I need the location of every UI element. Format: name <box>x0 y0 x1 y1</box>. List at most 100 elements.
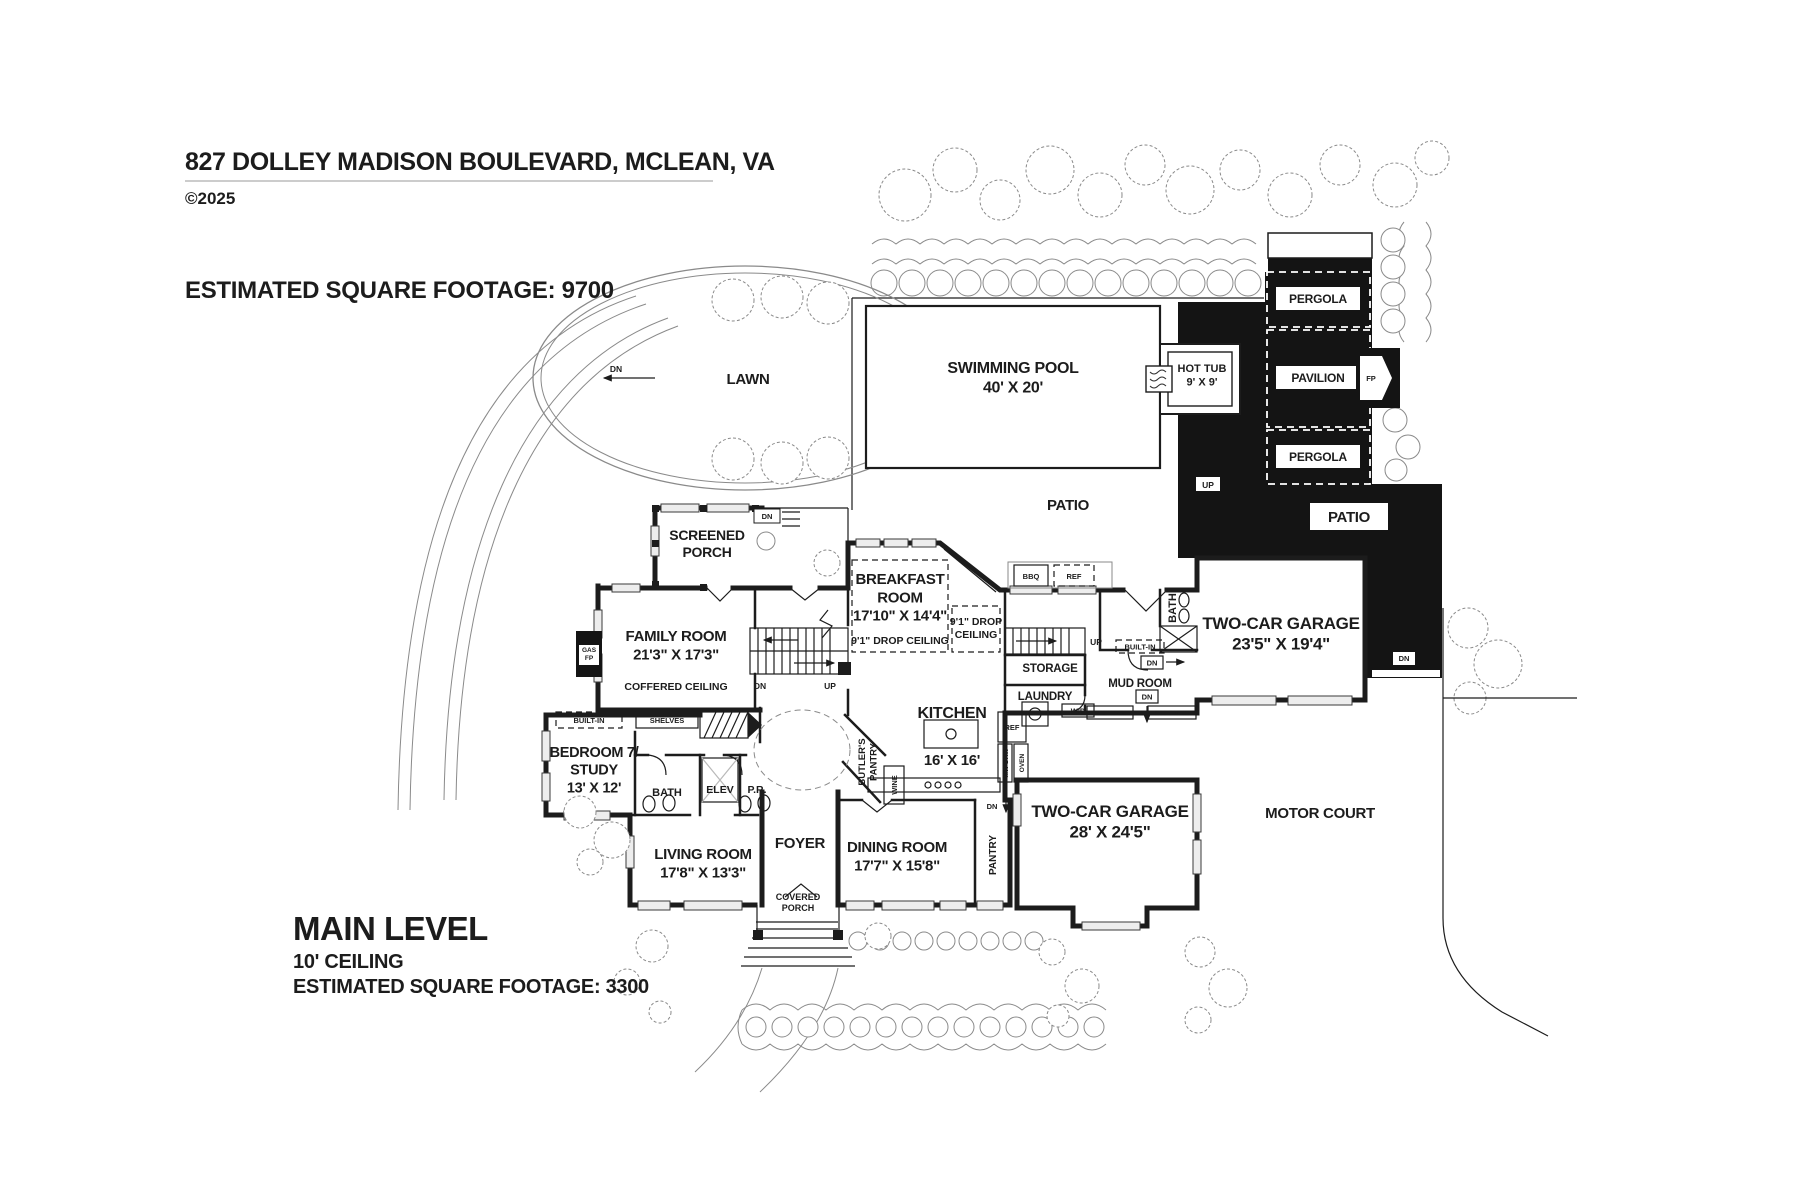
level-ceiling: 10' CEILING <box>293 951 403 973</box>
kitchen-label: KITCHEN <box>917 705 986 722</box>
laundry-fixtures: W/D <box>1021 701 1095 727</box>
main-staircase: DN UP <box>749 609 851 691</box>
motor-court-label: MOTOR COURT <box>1265 805 1375 822</box>
dn-steps-box <box>1393 652 1415 665</box>
kitchen-counter <box>867 777 1001 793</box>
hedge-right <box>1380 221 1523 715</box>
bath-fixtures <box>642 592 1198 813</box>
built-in-mud-label: BUILT-IN <box>1094 709 1125 718</box>
titles: 827 DOLLEY MADISON BOULEVARD, MCLEAN, VA… <box>185 148 775 998</box>
hedge-top <box>851 238 1264 510</box>
lawn-label: LAWN <box>727 371 770 388</box>
total-sqft-label: ESTIMATED SQUARE FOOTAGE: 9700 <box>185 277 614 304</box>
up-label-backstairs: UP <box>1090 637 1102 647</box>
kitchen-island <box>923 719 979 749</box>
up-label-stairs: UP <box>824 681 836 691</box>
drop-ceiling-box-2 <box>951 605 1001 653</box>
closet-x-box <box>1159 625 1198 653</box>
mw-drawer <box>997 743 1013 783</box>
elev-label: ELEV <box>706 784 733 796</box>
covered-porch-details <box>694 905 855 1093</box>
fireplace-icon: FP <box>1356 348 1400 408</box>
foyer-label: FOYER <box>775 835 826 852</box>
dn-label-mud2: DN <box>1142 693 1153 702</box>
screened-porch-details: DN <box>652 505 841 591</box>
patio-label: PATIO <box>1047 497 1090 514</box>
back-staircase: UP <box>1004 627 1102 655</box>
refrigerator <box>997 711 1027 743</box>
garage-door <box>1081 921 1141 931</box>
page-title: 827 DOLLEY MADISON BOULEVARD, MCLEAN, VA <box>185 148 775 176</box>
laundry-label: LAUNDRY <box>1018 691 1073 703</box>
washer-icon <box>1021 701 1049 727</box>
patio-upper-label: PATIO <box>1328 509 1371 526</box>
bush-row-dining <box>848 931 1044 951</box>
dn-label-entry: DN <box>762 512 773 521</box>
breakfast-drop-ceiling-box <box>851 559 949 653</box>
up-steps-box <box>1196 477 1220 491</box>
landscape-bottom <box>563 795 1248 1051</box>
up-label-patio: UP <box>1202 480 1214 490</box>
copyright-label: ©2025 <box>185 189 235 208</box>
level-sqft: ESTIMATED SQUARE FOOTAGE: 3300 <box>293 976 649 998</box>
pavilion-label: PAVILION <box>1291 371 1344 385</box>
built-in-bedroom-label: BUILT-IN <box>573 716 604 725</box>
dn-label-pantry: DN <box>987 802 998 811</box>
mw-drawer-label: MW-DRW <box>1003 748 1010 778</box>
landscape-top-trees <box>878 140 1450 222</box>
pantry-label: PANTRY <box>988 835 999 875</box>
bbq-label: BBQ <box>1023 572 1040 581</box>
patio-step <box>1372 670 1440 677</box>
powder-room-label: P.R. <box>747 784 766 796</box>
family-room-note: COFFERED CEILING <box>624 681 727 693</box>
hatched-closet <box>699 711 762 739</box>
wd-label: W/D <box>1071 707 1086 716</box>
storage-label: STORAGE <box>1022 663 1078 675</box>
spa-jets-icon <box>1149 369 1167 389</box>
kitchen-fixtures: REF MW-DRW OVEN WINE <box>867 711 1029 805</box>
patio-upper-labelbox <box>1310 503 1388 530</box>
garage-door <box>1211 695 1277 706</box>
wine-label: WINE <box>890 775 899 795</box>
patio-black-areas: PERGOLA PAVILION PERGOLA FP PATIO UP DN <box>1178 232 1442 678</box>
ref-kitchen-label: REF <box>1005 723 1020 732</box>
bush-row-top <box>870 269 1262 297</box>
mud-room-label: MUD ROOM <box>1108 678 1172 690</box>
pavilion-labelbox <box>1276 366 1360 389</box>
outdoor-kitchen: BBQ REF <box>1007 561 1113 589</box>
dn-label-mud1: DN <box>1147 659 1158 668</box>
mudroom-markers: DN DN DN <box>987 655 1186 814</box>
kitchen-dims: 16' X 16' <box>924 752 980 769</box>
dn-entry-box <box>753 508 781 524</box>
driveway-arcs: DN <box>397 295 679 811</box>
rotunda-ceiling <box>753 709 851 791</box>
shelves-mud-label: SHELVES <box>1155 709 1189 718</box>
oven-label: OVEN <box>1019 753 1026 772</box>
dn-label-driveway: DN <box>610 364 622 374</box>
fp-label: FP <box>1366 374 1376 383</box>
dn-label-stairs: DN <box>754 681 766 691</box>
dn-label-patio: DN <box>1399 654 1410 663</box>
table-icon <box>756 531 776 551</box>
breakfast-room-note: 9'1" DROP CEILING <box>851 635 949 647</box>
wine-fridge <box>883 765 905 805</box>
level-title: MAIN LEVEL <box>293 910 488 947</box>
ref-patio-label: REF <box>1067 572 1082 581</box>
shelves-bedroom-label: SHELVES <box>650 716 684 725</box>
butlers-pantry-label: BUTLER'SPANTRY <box>857 738 880 785</box>
